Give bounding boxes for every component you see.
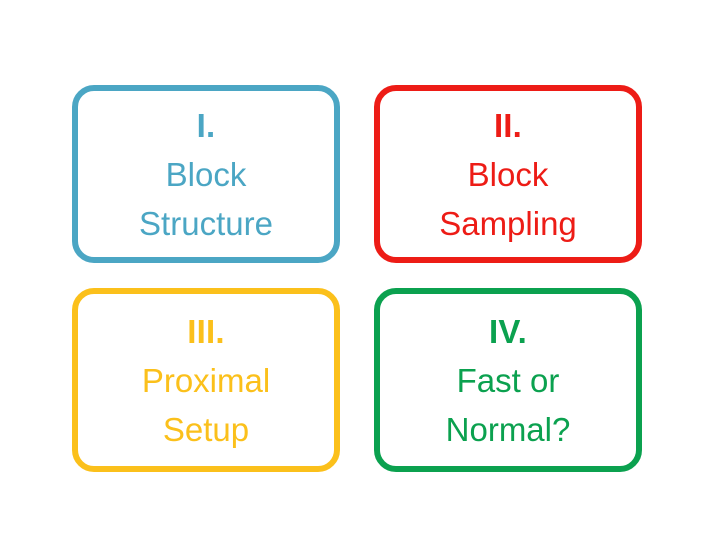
section-card-3[interactable]: III. Proximal Setup — [72, 288, 340, 472]
section-numeral: I. — [196, 106, 216, 144]
section-title-line-1: Block — [165, 155, 247, 193]
section-title-line-2: Structure — [139, 204, 273, 242]
section-numeral: IV. — [489, 312, 527, 350]
section-numeral: III. — [187, 312, 225, 350]
section-title-line-1: Proximal — [141, 361, 271, 399]
section-title-line-2: Sampling — [439, 204, 577, 242]
section-numeral: II. — [493, 106, 523, 144]
section-title-line-2: Setup — [162, 410, 250, 448]
section-card-1[interactable]: I. Block Structure — [72, 85, 340, 263]
section-title-line-1: Fast or — [456, 361, 560, 399]
section-card-4[interactable]: IV. Fast or Normal? — [374, 288, 642, 472]
section-title-line-1: Block — [467, 155, 549, 193]
section-card-2[interactable]: II. Block Sampling — [374, 85, 642, 263]
section-title-line-2: Normal? — [445, 410, 571, 448]
